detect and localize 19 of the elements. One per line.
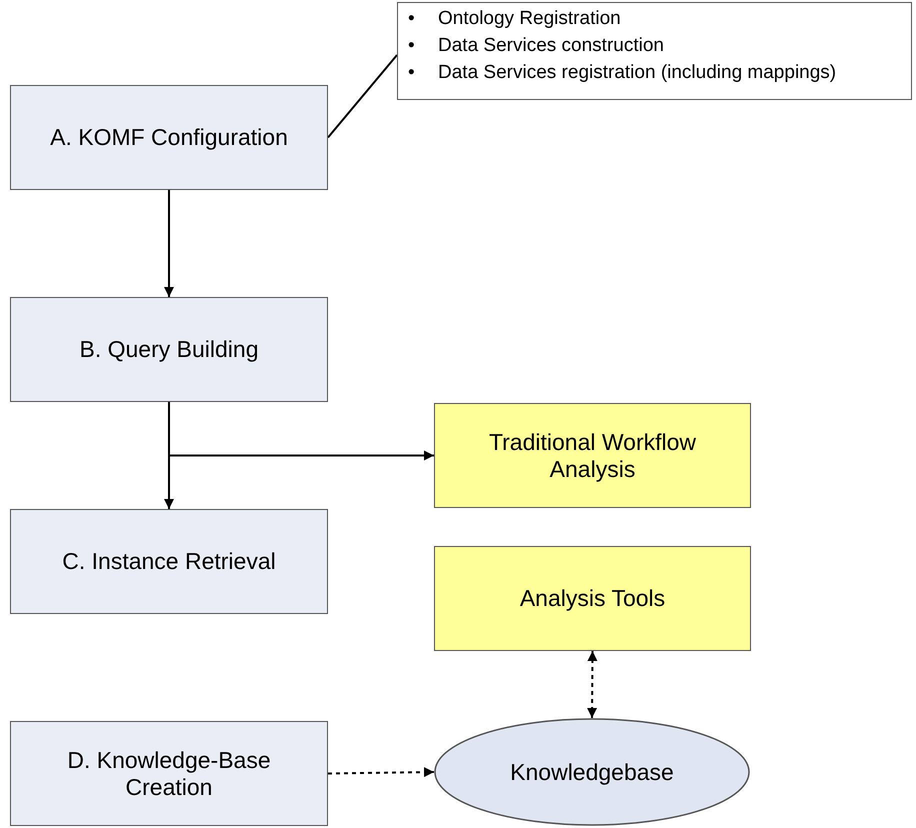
leader-line — [327, 54, 398, 138]
process-box: A. KOMF Configuration — [10, 85, 328, 190]
bullet-mark: • — [408, 7, 415, 31]
arrow — [587, 651, 598, 718]
bullet-item: Data Services construction — [438, 34, 665, 58]
bullet-mark: • — [408, 34, 415, 58]
note-box — [397, 2, 912, 100]
process-box: Analysis Tools — [434, 546, 751, 651]
node-label: Knowledgebase — [510, 758, 674, 786]
bullet-item: Ontology Registration — [438, 7, 622, 31]
arrow — [328, 767, 434, 778]
bullet-item: Data Services registration (including mappings) — [438, 61, 838, 85]
process-box: D. Knowledge-Base Creation — [10, 721, 328, 826]
process-box: C. Instance Retrieval — [10, 509, 328, 614]
arrow — [168, 402, 434, 460]
process-box: Traditional Workflow Analysis — [434, 403, 751, 508]
arrow — [164, 190, 174, 297]
process-box: B. Query Building — [10, 297, 328, 402]
bullet-mark: • — [408, 61, 415, 85]
